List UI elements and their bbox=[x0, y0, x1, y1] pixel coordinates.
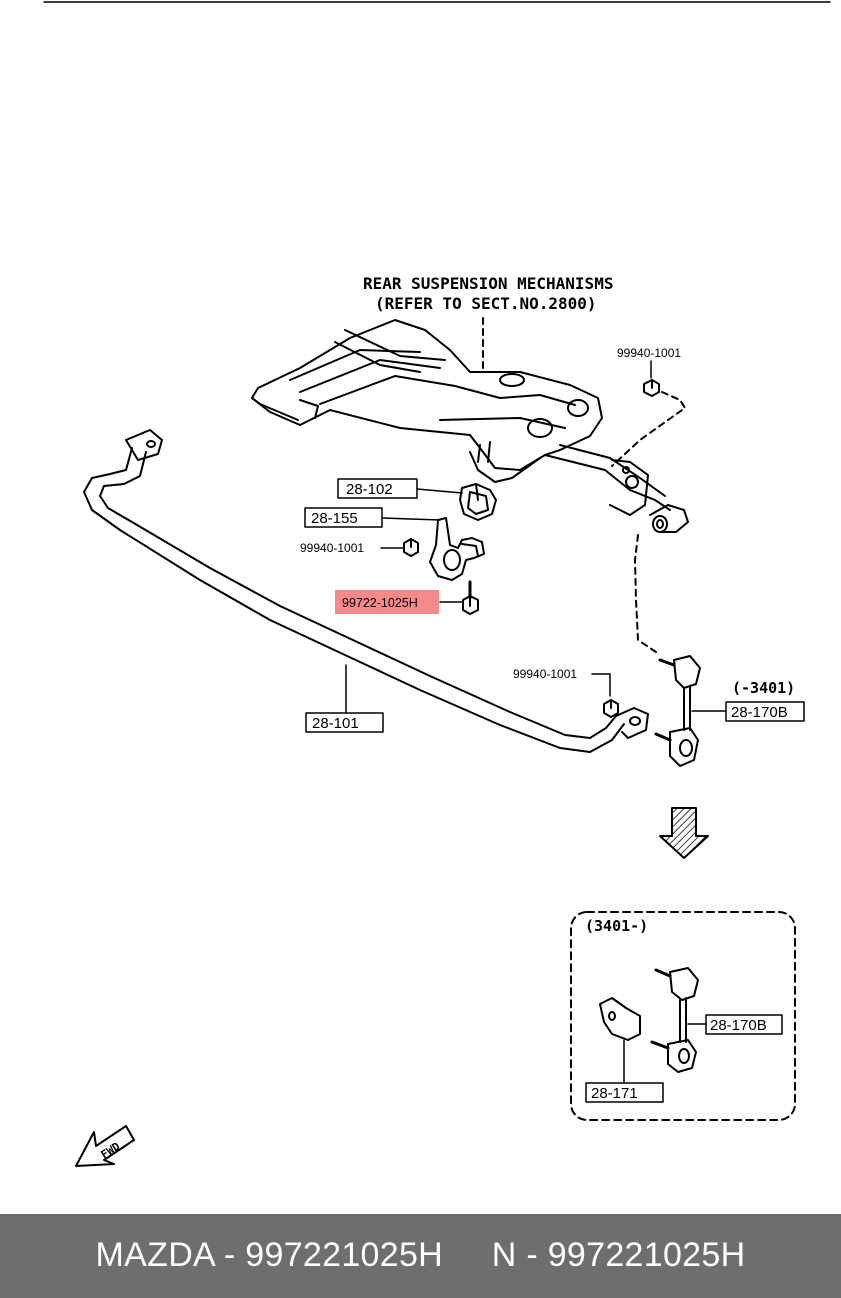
stabilizer-bar bbox=[83, 429, 649, 753]
label-bushing: 28-102 bbox=[346, 481, 393, 498]
rear-crossmember bbox=[251, 319, 689, 533]
highlight-bolt-label bbox=[335, 590, 439, 614]
leader-bracket bbox=[381, 517, 441, 521]
nut-link bbox=[603, 699, 619, 718]
inset-box bbox=[570, 911, 796, 1121]
label-bolt-highlighted: 99722-1025H bbox=[342, 596, 418, 610]
label-stabilizer-bar: 28-101 bbox=[312, 715, 359, 732]
note-title: REAR SUSPENSION MECHANISMS bbox=[363, 274, 613, 293]
box-link-new bbox=[705, 1014, 783, 1035]
label-link-new: 28-170B bbox=[710, 1017, 767, 1034]
stabilizer-bushing bbox=[459, 483, 497, 521]
exploded-parts-diagram: REAR SUSPENSION MECHANISMS (REFER TO SEC… bbox=[43, 1, 831, 1167]
box-cover bbox=[585, 1082, 664, 1103]
nut-bracket bbox=[403, 538, 419, 557]
label-link-old: 28-170B bbox=[731, 704, 788, 721]
label-nut-link: 99940-1001 bbox=[513, 667, 577, 681]
label-cover: 28-171 bbox=[591, 1085, 638, 1102]
stabilizer-link-old bbox=[654, 655, 701, 767]
fwd-arrow-icon: FWD bbox=[75, 1125, 135, 1167]
label-bracket: 28-155 bbox=[311, 510, 358, 527]
down-arrow-icon bbox=[659, 807, 709, 859]
label-serial-new: (3401-) bbox=[585, 917, 648, 935]
stabilizer-bracket bbox=[429, 517, 485, 581]
box-link-old bbox=[725, 701, 805, 722]
link-cover bbox=[599, 997, 641, 1041]
label-nut-bracket: 99940-1001 bbox=[300, 541, 364, 555]
dashed-link-path bbox=[634, 534, 657, 653]
box-stabilizer-bar bbox=[305, 712, 384, 733]
dashed-nut-top-path bbox=[611, 391, 686, 467]
leader-nut-link bbox=[591, 673, 611, 697]
footer-bar: MAZDA - 997221025H N - 997221025H bbox=[0, 1214, 841, 1298]
label-nut-top: 99940-1001 bbox=[617, 346, 681, 360]
leader-bushing bbox=[416, 488, 463, 494]
label-serial-old: (-3401) bbox=[732, 679, 795, 697]
note-subtitle: (REFER TO SECT.NO.2800) bbox=[375, 294, 597, 313]
bolt bbox=[462, 580, 479, 615]
stabilizer-link-new bbox=[650, 967, 699, 1073]
nut-top bbox=[643, 379, 660, 397]
footer-part-numbers: MAZDA - 997221025H N - 997221025H bbox=[95, 1236, 746, 1274]
